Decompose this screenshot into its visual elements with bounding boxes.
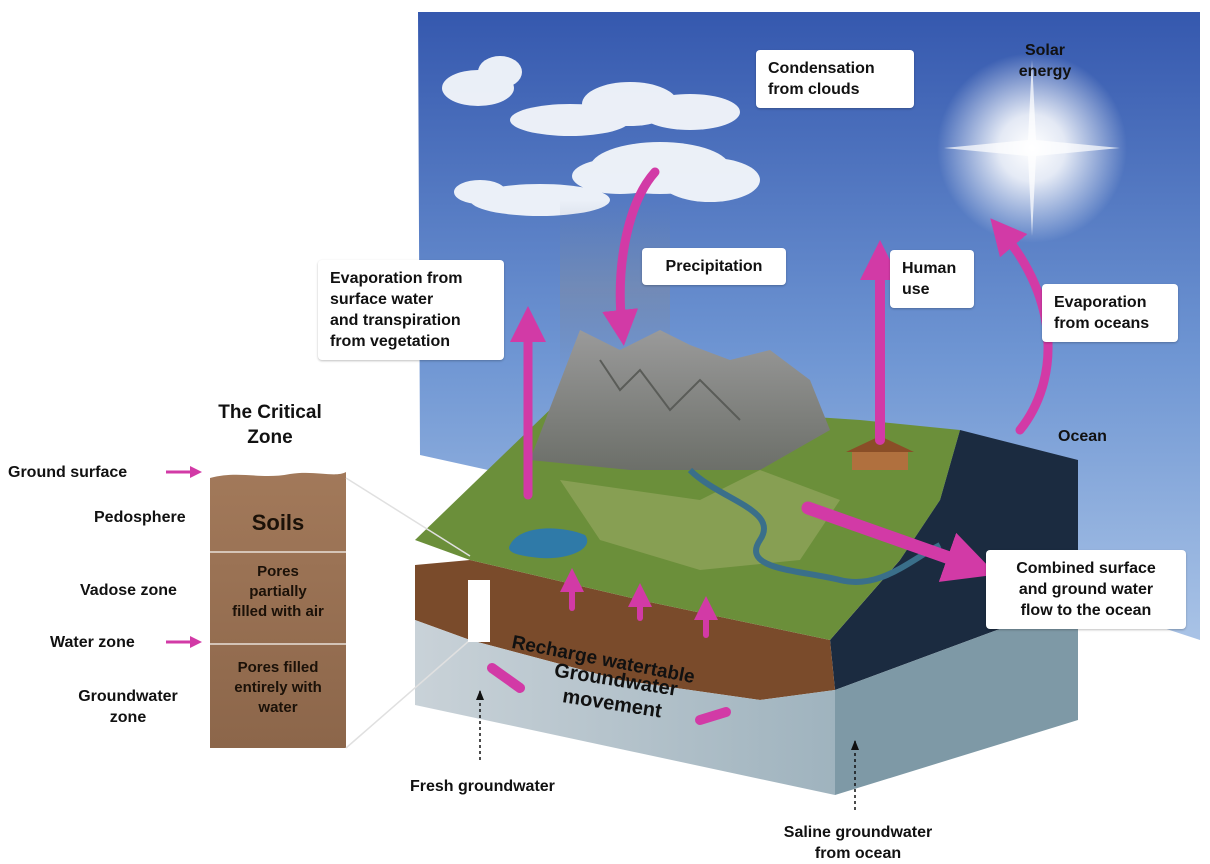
combined-flow-label: Combined surface and ground water flow t… xyxy=(986,550,1186,629)
lake xyxy=(509,528,588,559)
river xyxy=(687,467,942,585)
condensation-label: Condensation from clouds xyxy=(756,50,914,108)
evaporation-oceans-label: Evaporation from oceans xyxy=(1042,284,1178,342)
precipitation-arrow xyxy=(602,167,660,346)
human-use-label: Human use xyxy=(890,250,974,308)
mountain xyxy=(530,330,830,470)
groundwater-arrow-1 xyxy=(487,663,525,693)
fresh-groundwater-label: Fresh groundwater xyxy=(410,778,555,795)
pores-partial-layer-label: Pores partially filled with air xyxy=(232,563,324,620)
ocean-label: Ocean xyxy=(1058,428,1107,445)
groundwater-pointer-arrows xyxy=(476,690,859,810)
zoom-connector xyxy=(345,477,490,749)
critical-zone-title: The Critical Zone xyxy=(218,402,322,448)
sun-icon xyxy=(937,53,1127,243)
precipitation-label: Precipitation xyxy=(642,248,786,285)
combined-flow-arrow xyxy=(801,501,997,582)
groundwater-arrow-2 xyxy=(695,707,731,725)
block-sides xyxy=(415,560,1078,795)
soil-column xyxy=(210,472,346,748)
soils-layer-label: Soils xyxy=(251,510,305,535)
vegetation-patch xyxy=(560,470,840,570)
zone-pointer-arrows xyxy=(166,466,202,648)
saline-groundwater-label: Saline groundwater from ocean xyxy=(783,824,933,862)
pedosphere-label: Pedosphere xyxy=(94,509,186,526)
ground-surface-label: Ground surface xyxy=(8,464,128,481)
pores-filled-layer-label: Pores filled entirely with water xyxy=(234,659,322,716)
clouds xyxy=(442,56,760,216)
evaporation-surface-label: Evaporation from surface water and trans… xyxy=(318,260,504,360)
water-zone-label: Water zone xyxy=(50,634,135,651)
groundwater-zone-label: Groundwater zone xyxy=(78,688,178,726)
solar-energy-label: Solar energy xyxy=(1018,42,1072,80)
vadose-zone-label: Vadose zone xyxy=(80,582,177,599)
